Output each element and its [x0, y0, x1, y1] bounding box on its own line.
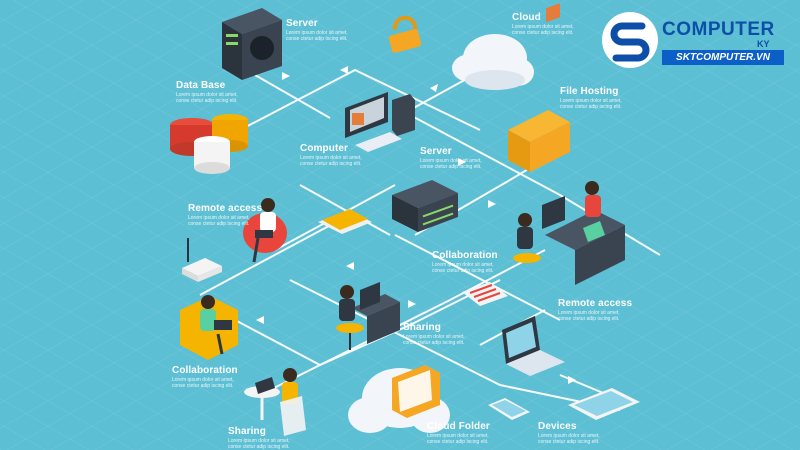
node-description: Lorem ipsum dolor sit amet, conse ctetur… — [172, 377, 234, 389]
connector-db-computer-cloud — [239, 68, 481, 131]
node-remote-access-left: Remote access Lorem ipsum dolor sit amet… — [188, 203, 262, 227]
arrow-icon — [488, 200, 496, 208]
people-sharing-icon — [244, 368, 306, 436]
node-title: Sharing — [403, 322, 441, 333]
arrow-icon — [282, 72, 290, 80]
node-title: Cloud Folder — [427, 421, 490, 432]
arrow-icon — [458, 158, 466, 166]
database-icon — [170, 114, 248, 174]
node-title: Collaboration — [432, 250, 498, 261]
connector-computer-remote — [409, 114, 661, 256]
node-title: File Hosting — [560, 86, 619, 97]
computer-icon — [345, 92, 415, 152]
node-title: Remote access — [558, 298, 633, 309]
arrow-icon — [568, 376, 576, 384]
node-database: Data Base Lorem ipsum dolor sit amet, co… — [176, 80, 246, 104]
node-description: Lorem ipsum dolor sit amet, conse ctetur… — [286, 30, 348, 42]
node-cloud-folder: Cloud Folder Lorem ipsum dolor sit amet,… — [427, 421, 497, 445]
arrow-icon — [430, 84, 438, 92]
man-at-computer-icon — [336, 282, 400, 350]
man-at-desk-icon — [513, 3, 625, 285]
node-server-top: Server Lorem ipsum dolor sit amet, conse… — [286, 18, 356, 42]
person-on-pouf-icon — [243, 198, 287, 263]
node-description: Lorem ipsum dolor sit amet, conse ctetur… — [420, 158, 482, 170]
connector-computer-server-mid — [299, 184, 391, 236]
node-sharing-mid: Sharing Lorem ipsum dolor sit amet, cons… — [403, 322, 473, 346]
server-tower-icon — [222, 8, 282, 80]
node-title: Computer — [300, 143, 349, 154]
node-description: Lorem ipsum dolor sit amet, conse ctetur… — [228, 438, 290, 450]
flow-arrows — [256, 66, 576, 384]
tablet-icon — [568, 388, 640, 420]
lock-icon — [388, 15, 422, 53]
node-title: Remote access — [188, 203, 263, 214]
logo-brand-sub: KY — [757, 39, 770, 49]
connector-collab-server — [199, 219, 341, 296]
logo-url-text: SKTCOMPUTER.VN — [662, 50, 784, 65]
node-sharing-bottom: Sharing Lorem ipsum dolor sit amet, cons… — [228, 426, 298, 450]
connector-collab-sharing — [234, 279, 501, 367]
documents-icon — [318, 209, 372, 234]
node-description: Lorem ipsum dolor sit amet, conse ctetur… — [427, 433, 489, 445]
node-description: Lorem ipsum dolor sit amet, conse ctetur… — [403, 334, 465, 346]
node-description: Lorem ipsum dolor sit amet, conse ctetur… — [300, 155, 362, 167]
node-cloud: Cloud Lorem ipsum dolor sit amet, conse … — [512, 12, 582, 36]
logo-brand-text: COMPUTER — [662, 19, 775, 40]
node-description: Lorem ipsum dolor sit amet, conse ctetur… — [558, 310, 620, 322]
arrow-icon — [346, 262, 354, 270]
node-description: Lorem ipsum dolor sit amet, conse ctetur… — [512, 24, 574, 36]
node-title: Server — [420, 146, 452, 157]
node-collaboration-mid: Collaboration Lorem ipsum dolor sit amet… — [432, 250, 502, 274]
logo-s-icon — [602, 12, 658, 68]
laptop-icon — [502, 316, 565, 376]
node-title: Data Base — [176, 80, 226, 91]
arrow-icon — [340, 66, 348, 74]
cloud-folder-icon — [348, 365, 450, 433]
node-title: Cloud — [512, 12, 541, 23]
server-box-icon — [392, 180, 458, 232]
node-description: Lorem ipsum dolor sit amet, conse ctetur… — [188, 215, 250, 227]
cloud-icon — [452, 34, 534, 90]
node-description: Lorem ipsum dolor sit amet, conse ctetur… — [176, 92, 238, 104]
person-in-armchair-icon — [180, 295, 238, 360]
connector-server-computer — [254, 74, 331, 119]
node-title: Sharing — [228, 426, 266, 437]
papers-icon — [462, 282, 508, 306]
node-computer: Computer Lorem ipsum dolor sit amet, con… — [300, 143, 370, 167]
node-title: Server — [286, 18, 318, 29]
node-server-mid: Server Lorem ipsum dolor sit amet, conse… — [420, 146, 490, 170]
folder-icon — [508, 110, 570, 172]
node-title: Devices — [538, 421, 577, 432]
router-icon — [182, 238, 222, 282]
node-description: Lorem ipsum dolor sit amet, conse ctetur… — [432, 262, 494, 274]
node-title: Collaboration — [172, 365, 238, 376]
arrow-icon — [256, 316, 264, 324]
node-remote-access-right: Remote access Lorem ipsum dolor sit amet… — [558, 298, 632, 322]
node-devices: Devices Lorem ipsum dolor sit amet, cons… — [538, 421, 608, 445]
arrow-icon — [408, 300, 416, 308]
connector-server-collab — [394, 234, 561, 321]
node-description: Lorem ipsum dolor sit amet, conse ctetur… — [538, 433, 600, 445]
connector-sharing-desk — [259, 249, 546, 396]
brand-logo: COMPUTER KY SKTCOMPUTER.VN — [600, 8, 792, 70]
node-description: Lorem ipsum dolor sit amet, conse ctetur… — [560, 98, 622, 110]
node-file-hosting: File Hosting Lorem ipsum dolor sit amet,… — [560, 86, 630, 110]
phone-icon — [488, 398, 530, 420]
node-collaboration-left: Collaboration Lorem ipsum dolor sit amet… — [172, 365, 242, 389]
